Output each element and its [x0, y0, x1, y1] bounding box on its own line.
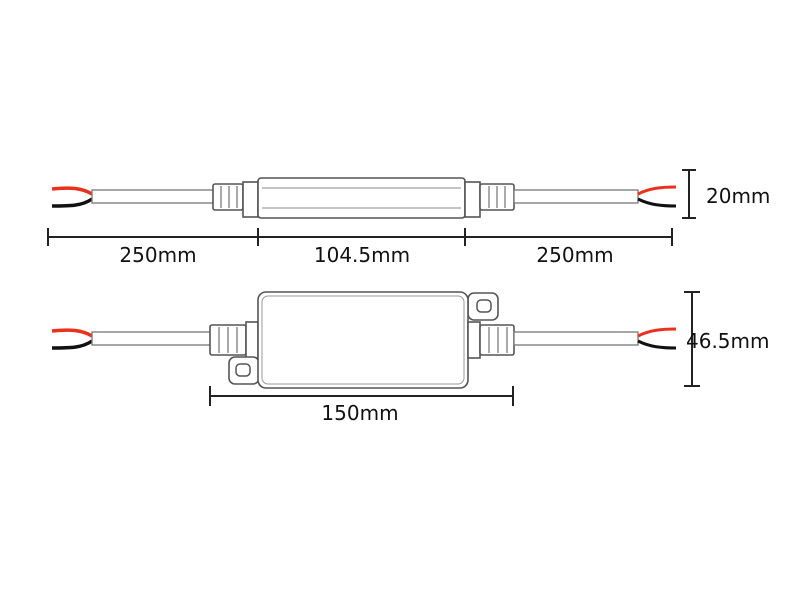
left-red-wire: [51, 186, 93, 196]
body-length-label: 104.5mm: [314, 243, 410, 267]
top-body: [257, 177, 466, 219]
bottom-height-label: 46.5mm: [686, 329, 770, 353]
right-cable-length-label: 250mm: [536, 243, 613, 267]
right-connector: [467, 321, 515, 359]
right-mounting-ear: [467, 292, 499, 321]
left-black-wire: [51, 197, 94, 208]
right-connector: [464, 181, 515, 218]
top-height-label: 20mm: [706, 184, 770, 208]
left-connector: [209, 321, 259, 359]
left-red-wire: [51, 328, 93, 338]
left-cable: [91, 331, 213, 346]
left-mounting-ear: [228, 356, 260, 385]
bottom-length-dimension: 150mm: [209, 386, 514, 425]
right-black-wire: [637, 197, 677, 208]
left-cable-length-label: 250mm: [119, 243, 196, 267]
top-view-device: [51, 177, 677, 219]
bottom-height-dimension: 46.5mm: [684, 291, 770, 387]
right-cable: [513, 331, 639, 346]
right-red-wire: [637, 327, 677, 338]
top-height-dimension: 20mm: [682, 169, 770, 219]
top-length-dimension: 250mm 104.5mm 250mm: [47, 228, 673, 267]
left-cable: [91, 189, 215, 204]
right-black-wire: [637, 339, 677, 350]
bottom-view-device: [51, 291, 677, 389]
bottom-body: [257, 291, 469, 389]
left-black-wire: [51, 339, 94, 350]
right-cable: [513, 189, 639, 204]
overall-length-label: 150mm: [321, 401, 398, 425]
right-red-wire: [637, 185, 677, 196]
left-connector: [212, 181, 259, 218]
